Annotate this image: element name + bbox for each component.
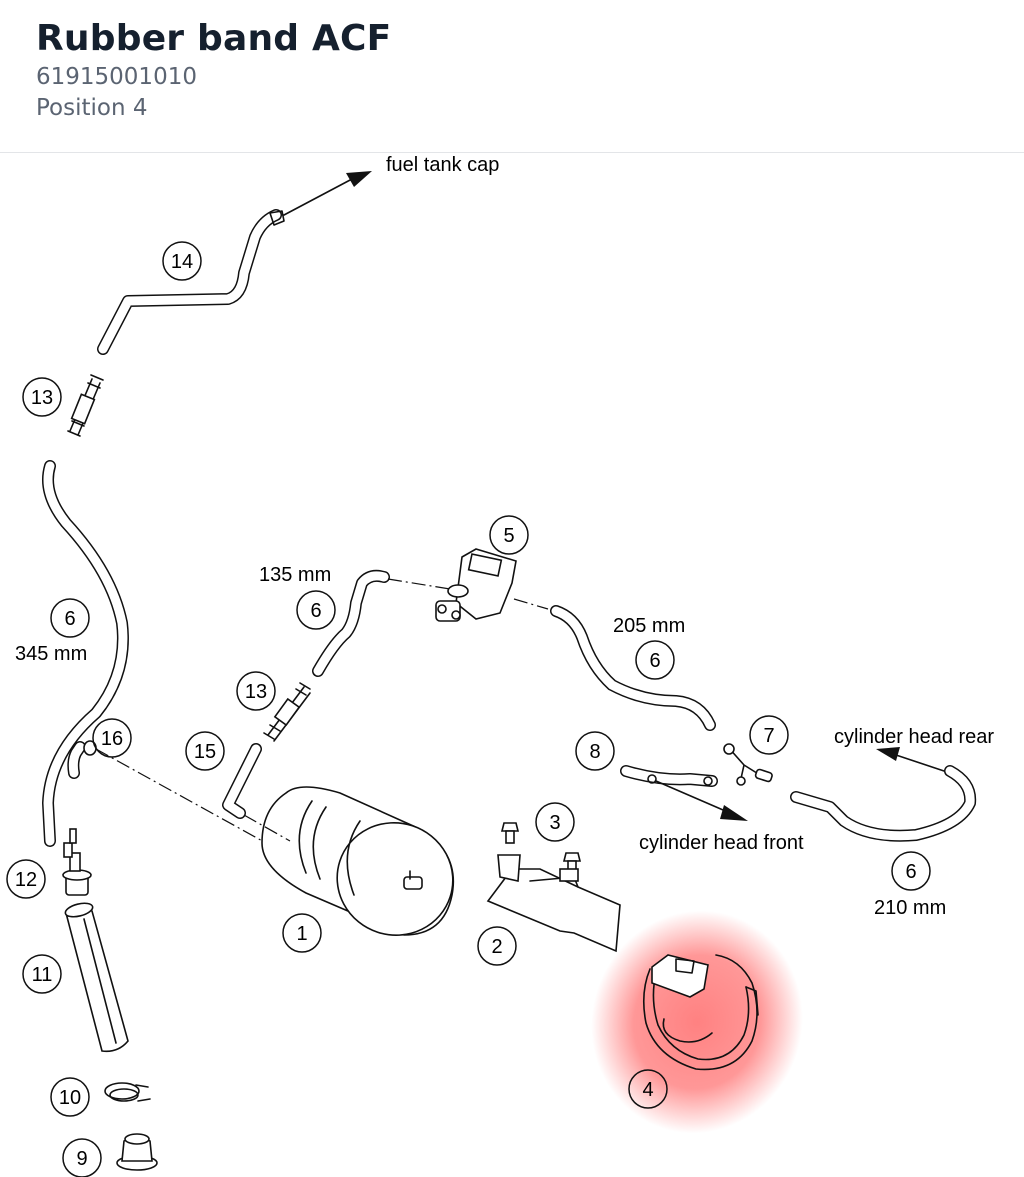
part-15-elbow[interactable]	[222, 743, 262, 819]
part-4-rubber-band[interactable]	[642, 954, 759, 1071]
callout-16: 16	[101, 728, 123, 750]
callout-12: 12	[15, 869, 37, 891]
label-135mm: 135 mm	[259, 564, 331, 586]
callout-1: 1	[296, 923, 307, 945]
position-label: Position 4	[36, 95, 148, 121]
part-16-elbow[interactable]	[67, 740, 97, 779]
callout-2: 2	[491, 936, 502, 958]
callout-circles	[6, 241, 931, 1177]
header: Rubber band ACF 61915001010 Position 4	[0, 0, 1024, 153]
exploded-parts-diagram: fuel tank cap	[6, 154, 994, 1177]
part-11-tube[interactable]	[64, 901, 129, 1053]
label-205mm: 205 mm	[613, 615, 685, 637]
callout-13-middle: 13	[245, 681, 267, 703]
callout-7: 7	[763, 725, 774, 747]
callout-8: 8	[589, 741, 600, 763]
callout-10: 10	[59, 1087, 81, 1109]
callout-6-345: 6	[64, 608, 75, 630]
callout-11: 11	[32, 964, 53, 986]
label-fuel-tank-cap: fuel tank cap	[386, 154, 499, 176]
part-2-bracket[interactable]	[486, 854, 621, 953]
label-210mm: 210 mm	[874, 897, 946, 919]
page-title: Rubber band ACF	[36, 18, 392, 59]
callout-9: 9	[76, 1148, 87, 1170]
callout-5: 5	[503, 525, 514, 547]
part-9-cap[interactable]	[116, 1133, 158, 1171]
label-cylinder-head-front: cylinder head front	[639, 832, 804, 854]
callout-6-210: 6	[905, 861, 916, 883]
label-cylinder-head-rear: cylinder head rear	[834, 726, 994, 748]
label-345mm: 345 mm	[15, 643, 87, 665]
part-5-valve-unit[interactable]	[435, 548, 517, 622]
part-8-hose[interactable]	[620, 765, 718, 787]
part-14-hose[interactable]	[97, 209, 285, 355]
cylinder-head-front-arrow	[655, 780, 748, 821]
cylinder-head-rear-arrow	[876, 747, 945, 772]
callout-15: 15	[194, 741, 216, 763]
callout-6-205: 6	[649, 650, 660, 672]
part-6-hose-135[interactable]	[312, 569, 390, 677]
part-number: 61915001010	[36, 64, 197, 90]
part-6-hose-345[interactable]	[42, 460, 129, 847]
part-6-hose-210[interactable]	[790, 765, 977, 842]
part-13-connector-upper[interactable]	[67, 374, 104, 437]
callout-13-upper: 13	[31, 387, 53, 409]
part-7-t-piece[interactable]	[723, 743, 773, 786]
callout-14: 14	[171, 251, 193, 273]
part-6-hose-205[interactable]	[550, 605, 716, 731]
part-4-highlight	[591, 910, 803, 1134]
part-10-clamp[interactable]	[104, 1082, 151, 1102]
fuel-tank-cap-arrow	[283, 171, 372, 216]
callout-4: 4	[642, 1079, 653, 1101]
callout-3: 3	[549, 812, 560, 834]
part-1-canister[interactable]	[261, 786, 467, 950]
part-13-connector-middle[interactable]	[263, 682, 311, 742]
part-12-valve[interactable]	[62, 828, 92, 896]
part-3-screws[interactable]	[500, 822, 582, 874]
callout-6-135: 6	[310, 600, 321, 622]
